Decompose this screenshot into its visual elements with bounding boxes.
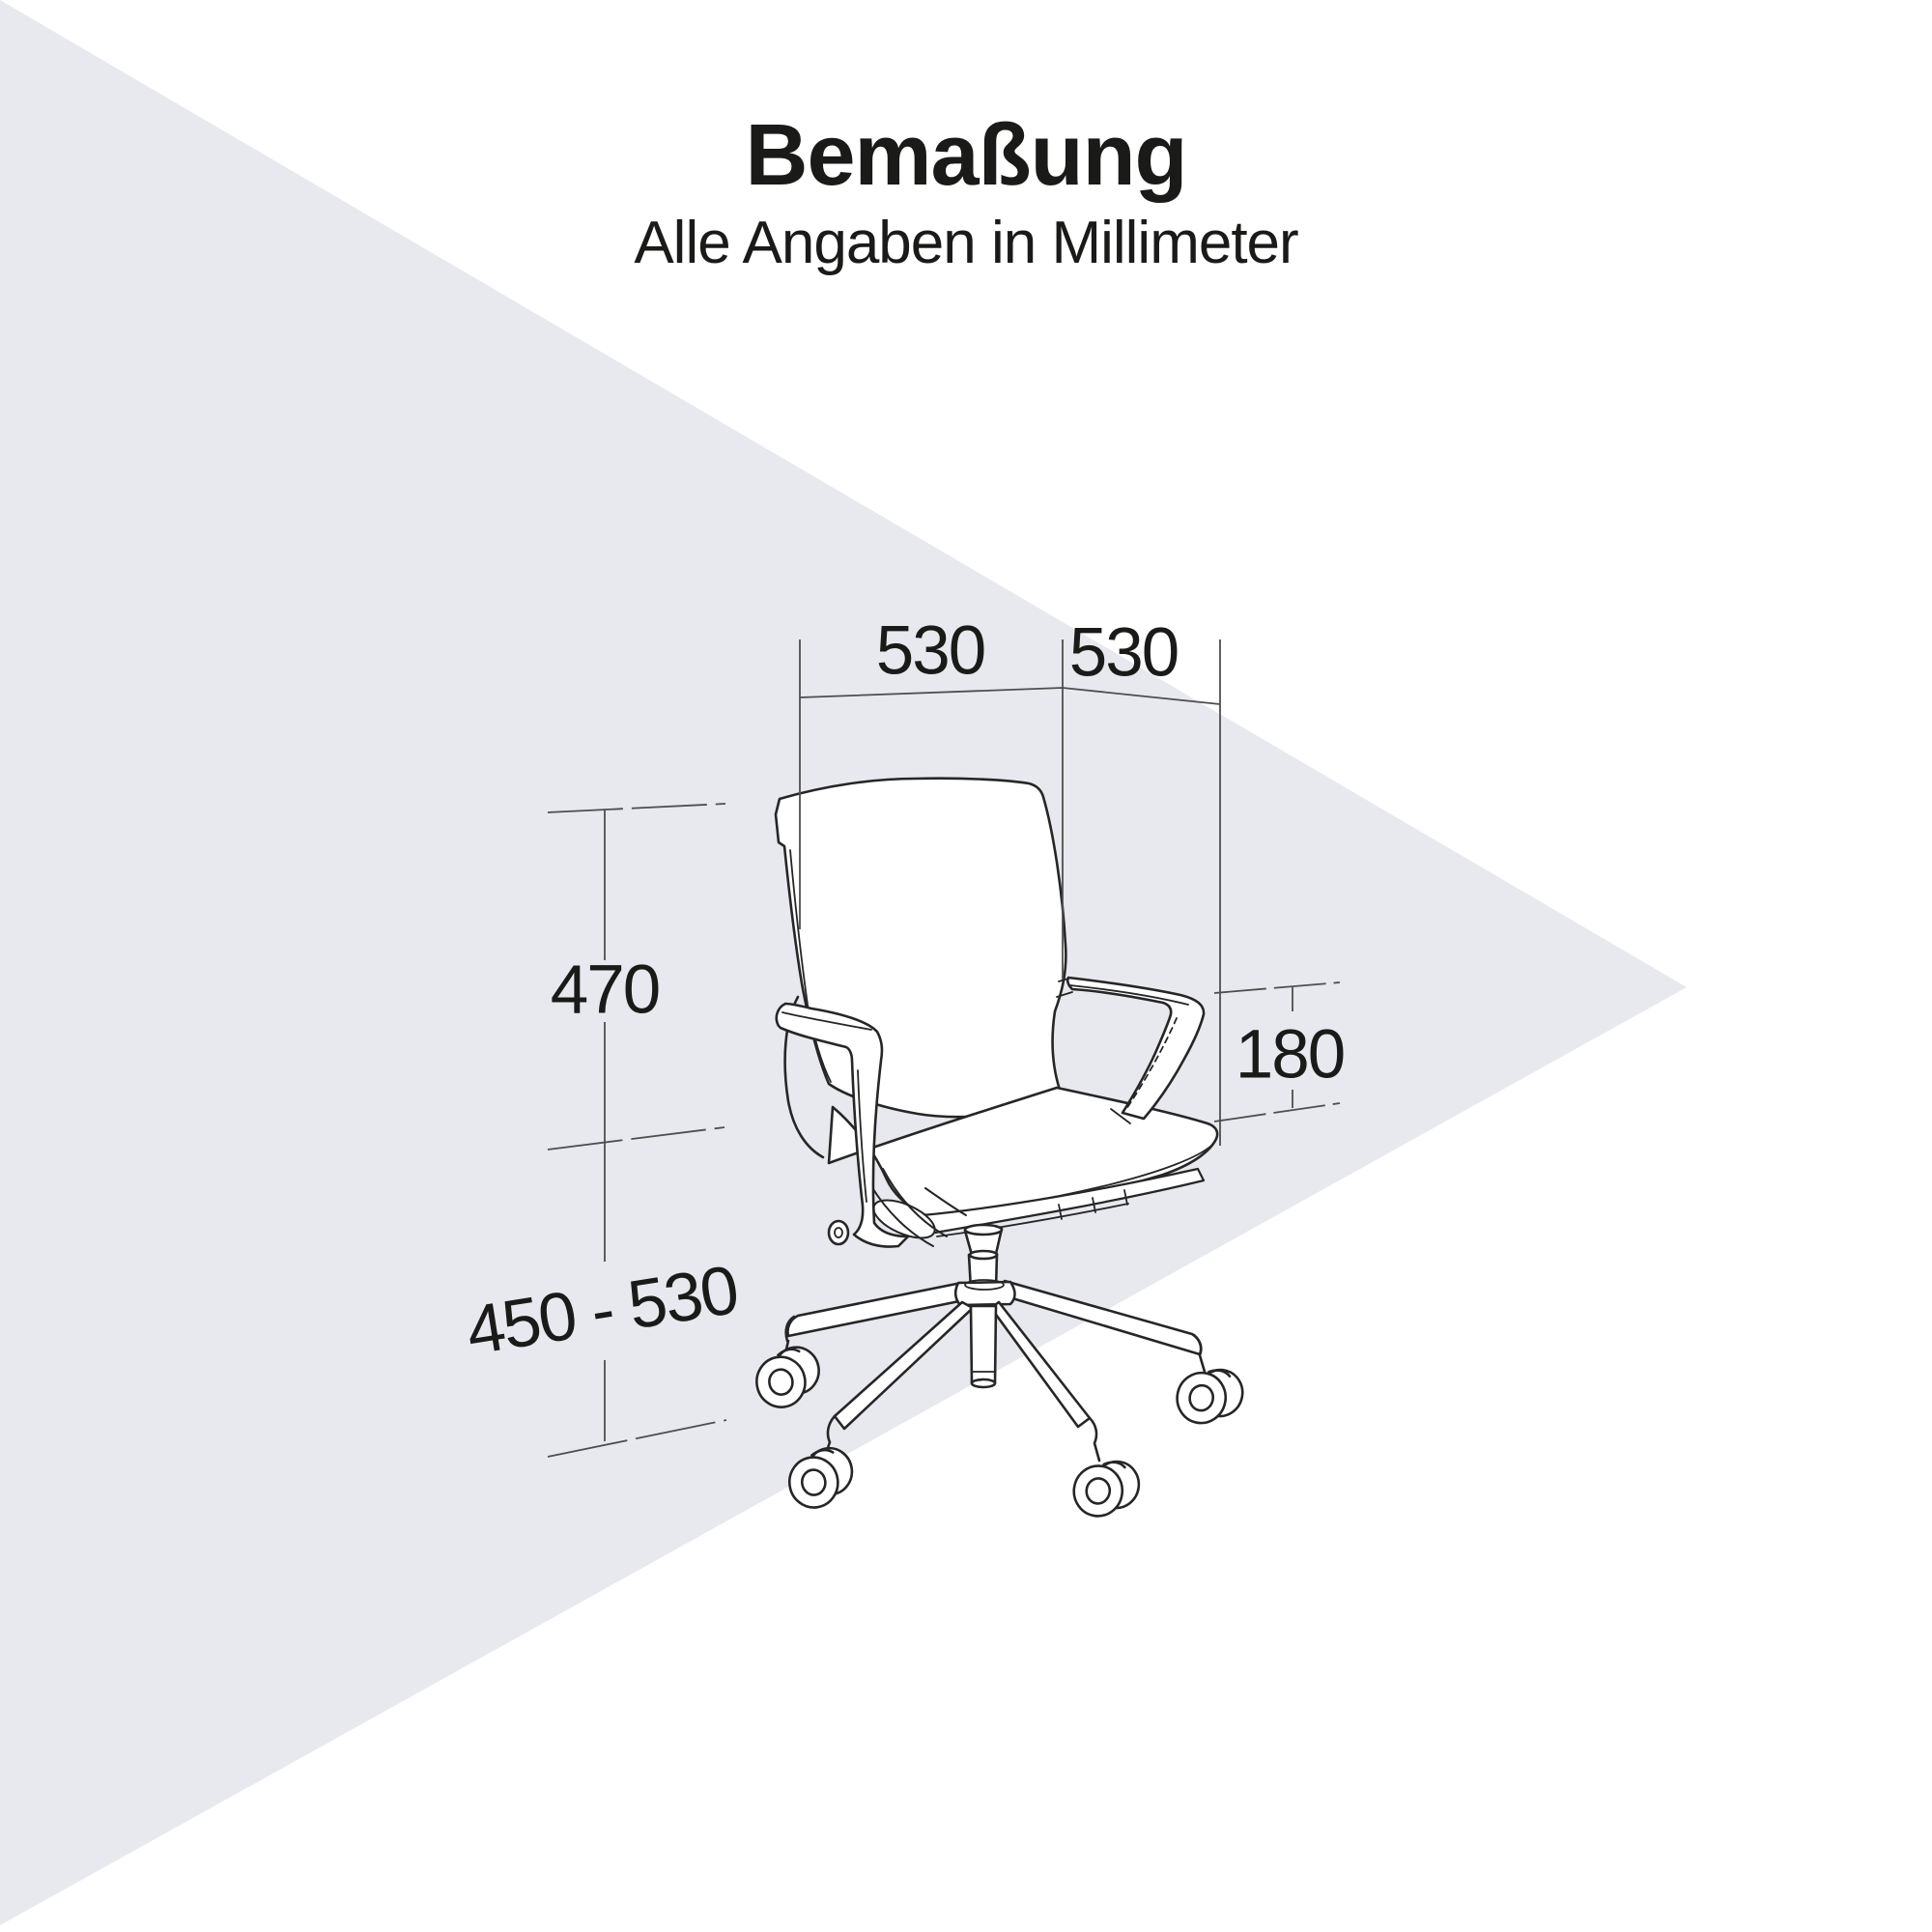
tick-seat-level	[547, 1126, 725, 1151]
caster-front-right	[1072, 1460, 1141, 1518]
page-title: Bemaßung	[745, 107, 1187, 204]
tick-backrest-top	[547, 803, 726, 813]
page-subtitle: Alle Angaben in Millimeter	[634, 210, 1298, 276]
backrest-seam	[789, 849, 832, 1083]
tick-armrest-bottom	[1213, 1102, 1341, 1122]
dimension-lines	[547, 639, 1341, 1458]
office-chair-illustration	[755, 777, 1244, 1518]
chair-armrest-left	[775, 1002, 910, 1248]
tick-floor-level	[547, 1419, 727, 1458]
caster-back-right	[1176, 1368, 1244, 1425]
dimension-line-top	[799, 687, 1221, 705]
caster-back-left	[755, 1346, 820, 1408]
caster-front-left	[787, 1446, 854, 1509]
dim-label-seat-depth: 530	[1068, 614, 1179, 692]
dim-label-backrest-height: 470	[550, 952, 661, 1029]
dim-label-armrest-height: 180	[1235, 1016, 1346, 1094]
chair-armrest-right	[1056, 976, 1206, 1124]
base-legs-rear	[782, 1279, 1207, 1374]
dim-label-back-width: 530	[875, 612, 986, 690]
gas-lift	[963, 1223, 1004, 1292]
gas-lift-tube	[969, 1304, 998, 1389]
tick-armrest-top	[1213, 981, 1341, 994]
